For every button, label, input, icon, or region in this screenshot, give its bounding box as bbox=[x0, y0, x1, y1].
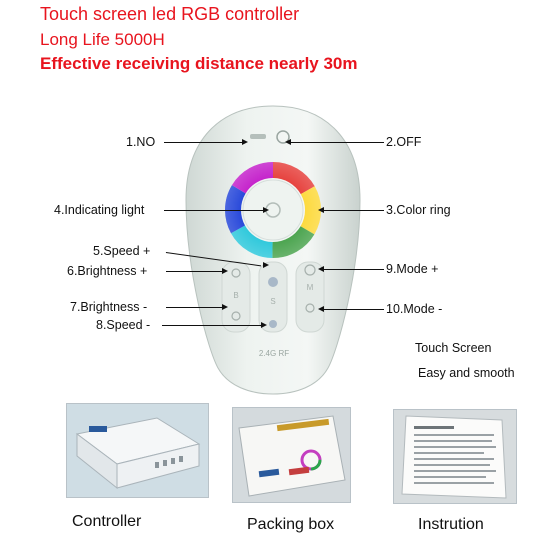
callout-off-line bbox=[291, 142, 384, 143]
callout-indicating-light-arrow bbox=[263, 207, 269, 213]
callout-mode-minus-arrow bbox=[318, 306, 324, 312]
callout-mode-plus-line bbox=[324, 269, 384, 270]
callout-brightness-minus-line bbox=[166, 307, 222, 308]
callout-speed-plus-arrow bbox=[263, 262, 269, 268]
callout-no-line bbox=[164, 142, 242, 143]
caption-instruction: Instrution bbox=[418, 516, 484, 533]
on-button[interactable] bbox=[250, 134, 266, 139]
callout-mode-plus: 9.Mode + bbox=[386, 262, 439, 276]
callout-mode-minus: 10.Mode - bbox=[386, 302, 443, 316]
headline-distance: Effective receiving distance nearly 30m bbox=[40, 54, 358, 73]
brightness-letter: B bbox=[233, 291, 238, 300]
callout-mode-minus-line bbox=[324, 309, 384, 310]
callout-off-arrow bbox=[285, 139, 291, 145]
remote-brand: 2.4G RF bbox=[259, 349, 289, 358]
headline-life: Long Life 5000H bbox=[40, 30, 165, 49]
callout-indicating-light-line bbox=[164, 210, 263, 211]
callout-mode-plus-arrow bbox=[318, 266, 324, 272]
controller-photo bbox=[66, 403, 209, 498]
callout-brightness-plus-line bbox=[166, 271, 222, 272]
note-touch-screen: Touch Screen bbox=[415, 341, 492, 355]
speed-letter: S bbox=[270, 297, 275, 306]
callout-no-arrow bbox=[242, 139, 248, 145]
mode-up-icon[interactable] bbox=[304, 264, 316, 276]
callout-brightness-plus: 6.Brightness + bbox=[67, 264, 148, 278]
callout-speed-minus: 8.Speed - bbox=[96, 318, 151, 332]
callout-speed-minus-line bbox=[162, 325, 261, 326]
caption-controller: Controller bbox=[72, 513, 142, 530]
callout-brightness-minus: 7.Brightness - bbox=[70, 300, 148, 314]
note-easy-smooth: Easy and smooth bbox=[418, 366, 515, 380]
callout-speed-plus: 5.Speed + bbox=[93, 244, 151, 258]
brightness-up-icon[interactable] bbox=[231, 268, 241, 278]
callout-brightness-minus-arrow bbox=[222, 304, 228, 310]
speed-up-icon[interactable] bbox=[268, 277, 278, 287]
callout-no: 1.NO bbox=[126, 135, 156, 149]
remote-control-image: B S M 2.4G RF bbox=[178, 100, 368, 400]
callout-speed-minus-arrow bbox=[261, 322, 267, 328]
mode-down-icon[interactable] bbox=[305, 303, 315, 313]
callout-indicating-light: 4.Indicating light bbox=[54, 203, 145, 217]
headline-title: Touch screen led RGB controller bbox=[40, 4, 300, 24]
callout-color-ring: 3.Color ring bbox=[386, 203, 451, 217]
off-button[interactable] bbox=[276, 130, 290, 144]
callout-color-ring-line bbox=[324, 210, 384, 211]
brightness-down-icon[interactable] bbox=[231, 311, 241, 321]
speed-down-icon[interactable] bbox=[269, 320, 277, 328]
caption-packing-box: Packing box bbox=[247, 516, 335, 533]
callout-brightness-plus-arrow bbox=[222, 268, 228, 274]
callout-color-ring-arrow bbox=[318, 207, 324, 213]
instruction-photo bbox=[393, 409, 517, 504]
callout-off: 2.OFF bbox=[386, 135, 422, 149]
packing-box-photo bbox=[232, 407, 351, 503]
mode-letter: M bbox=[307, 283, 314, 292]
